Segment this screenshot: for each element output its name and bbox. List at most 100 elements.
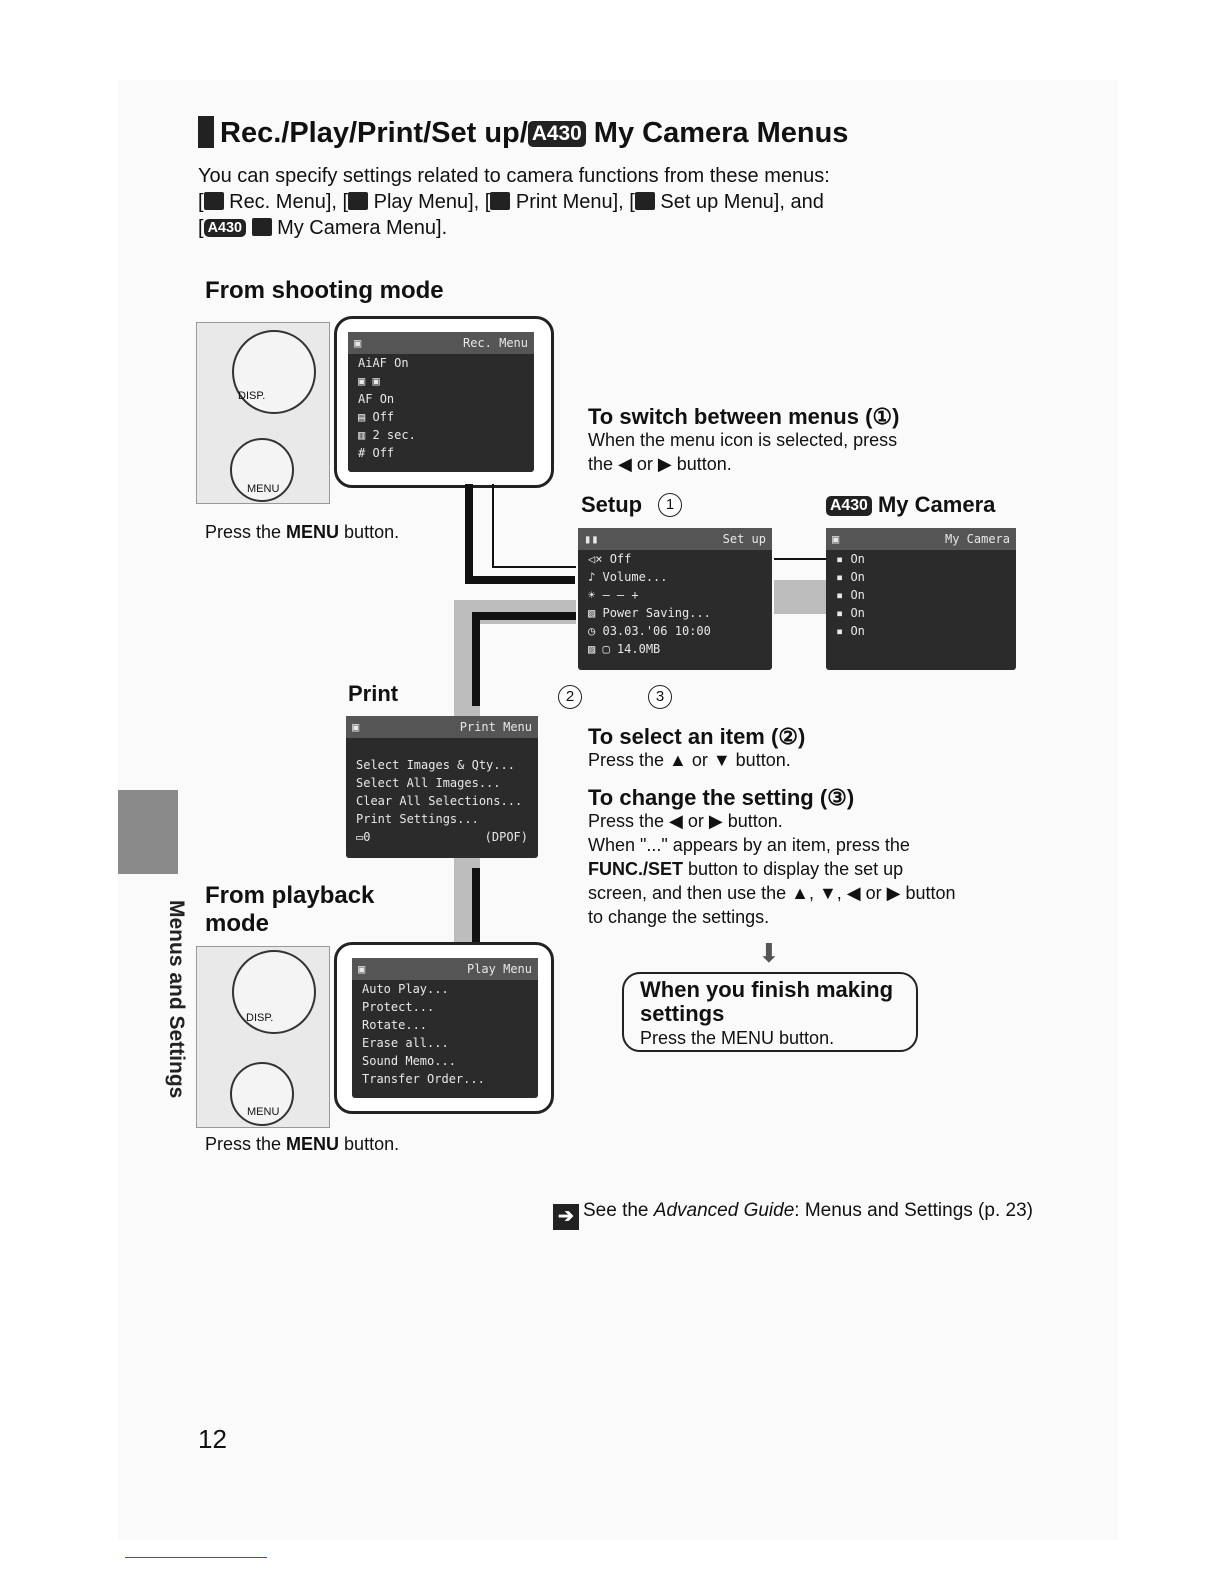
title-suffix: My Camera Menus xyxy=(585,117,849,149)
title-prefix: Rec./Play/Print/Set up/ xyxy=(220,117,528,149)
advanced-guide-reference: ➔See the Advanced Guide: Menus and Setti… xyxy=(553,1200,1033,1230)
row-icon: ◷ xyxy=(588,624,596,638)
menu-label: MENU xyxy=(247,1106,280,1118)
setup-menu-row: ◁× Off xyxy=(578,550,772,568)
rec-menu-title: Rec. Menu xyxy=(462,336,528,350)
advanced-guide-title: Advanced Guide xyxy=(653,1200,795,1221)
play-menu-row: Erase all... xyxy=(362,1036,449,1050)
print-menu-row: Clear All Selections... xyxy=(356,794,523,808)
play-menu-title: Play Menu xyxy=(466,962,532,976)
play-menu-row: Auto Play... xyxy=(362,982,449,996)
switch-menus-line-1: When the menu icon is selected, press xyxy=(588,430,898,450)
rec-menu-screen: ▣Rec. Menu AiAF On ▣ ▣ AF On ▤ Off ▥ 2 s… xyxy=(348,332,534,472)
setup-menu-row: ◷ 03.03.'06 10:00 xyxy=(578,622,772,640)
mycamera-menu-title: My Camera xyxy=(944,532,1010,546)
menu-key-label: MENU xyxy=(286,522,340,542)
print-icon: ▣ xyxy=(352,720,360,734)
print-menu-row: Print Settings... xyxy=(356,812,479,826)
mycamera-menu-row: ▪ On xyxy=(836,606,865,620)
func-set-key: FUNC./SET xyxy=(588,859,684,879)
menu-label: MENU xyxy=(247,483,280,495)
setup-label: Setup xyxy=(581,492,642,518)
row-icon: AF xyxy=(358,392,373,406)
mycamera-menu-icon xyxy=(251,218,272,236)
shooting-instruction: Press the MENU button. xyxy=(205,520,399,544)
connector-arrow xyxy=(472,612,576,620)
connector-arrow xyxy=(465,484,473,584)
setup-menu-row: ▨ ▢ 14.0MB xyxy=(578,640,772,658)
change-setting-line-4: screen, and then use the ▲, ▼, ◀ or ▶ bu… xyxy=(588,883,956,903)
rec-menu-row: # Off xyxy=(348,444,534,462)
print-menu-screen: ▣Print Menu Select Images & Qty... Selec… xyxy=(346,716,538,858)
change-setting-line-1: Press the ◀ or ▶ button. xyxy=(588,811,783,831)
row-value: Power Saving... xyxy=(602,606,711,620)
setup-menu-header: ▮▮ Set up xyxy=(578,528,772,550)
row-value: On xyxy=(850,606,865,620)
intro-play: Play Menu], [ xyxy=(368,191,491,213)
switch-menus-heading: To switch between menus (①) xyxy=(588,404,900,429)
press-prefix: Press the xyxy=(205,522,287,542)
print-menu-icon xyxy=(490,192,511,210)
disp-label: DISP. xyxy=(238,390,266,402)
mycamera-label-text: My Camera xyxy=(877,492,996,517)
shooting-heading: From shooting mode xyxy=(205,277,444,304)
mycamera-menu-row: ▪ On xyxy=(836,570,865,584)
intro-model-badge: A430 xyxy=(203,219,246,237)
mycamera-model-badge: A430 xyxy=(826,496,872,516)
finish-text: Press the MENU button. xyxy=(640,1028,835,1048)
playback-heading-2: mode xyxy=(205,910,270,937)
ref-rest: : Menus and Settings (p. 23) xyxy=(794,1200,1033,1221)
reference-arrow-icon: ➔ xyxy=(553,1204,579,1230)
connector-line xyxy=(774,558,826,560)
marker-3: 3 xyxy=(648,685,672,709)
mycamera-menu-row: ▪ On xyxy=(836,588,865,602)
setup-icon: ▮▮ xyxy=(584,532,599,546)
connector-arrow xyxy=(465,576,575,584)
footer-rule xyxy=(125,1557,267,1558)
connector-line xyxy=(492,566,576,568)
play-menu-row: Transfer Order... xyxy=(362,1072,485,1086)
setup-menu-screen: ▮▮Set up ◁× Off ♪ Volume... ☀ — — + ▧ Po… xyxy=(578,528,772,670)
rec-menu-row: ▣ ▣ xyxy=(348,372,534,390)
setup-label-text: Setup xyxy=(581,492,643,517)
row-value: Off xyxy=(372,446,395,460)
setup-menu-title: Set up xyxy=(722,532,766,546)
connector-arrow xyxy=(472,612,480,706)
intro-paragraph: You can specify settings related to came… xyxy=(198,163,998,241)
line-3-rest: button to display the set up xyxy=(683,859,904,879)
intro-line-2: [ Rec. Menu], [ Play Menu], [ Print Menu… xyxy=(198,191,824,213)
rec-menu-row: ▤ Off xyxy=(348,408,534,426)
row-value: ▣ xyxy=(372,374,380,388)
row-value: 03.03.'06 10:00 xyxy=(602,624,711,638)
press-prefix: Press the xyxy=(205,1134,287,1154)
row-value: Off xyxy=(609,552,632,566)
row-icon: ▣ xyxy=(358,374,366,388)
control-dial-icon xyxy=(230,1062,294,1126)
print-menu-header: ▣Print Menu xyxy=(346,716,538,738)
row-value: On xyxy=(850,624,865,638)
finish-box: When you finish making settings Press th… xyxy=(622,972,918,1052)
print-count: ▭0 xyxy=(356,830,371,844)
row-icon: ◁× xyxy=(588,552,603,566)
mycamera-icon: ▣ xyxy=(832,532,840,546)
play-menu-row: Protect... xyxy=(362,1000,435,1014)
setup-menu-row: ☀ — — + xyxy=(578,586,772,604)
page-title: Rec./Play/Print/Set up/A430 My Camera Me… xyxy=(198,116,848,150)
row-icon: AiAF xyxy=(358,356,387,370)
connector-line xyxy=(492,484,494,568)
select-item-heading: To select an item (②) xyxy=(588,724,806,749)
play-menu-row: Rotate... xyxy=(362,1018,428,1032)
setup-menu-row: ▧ Power Saving... xyxy=(578,604,772,622)
title-bar-marker xyxy=(198,116,214,148)
row-value: Off xyxy=(372,410,395,424)
row-value: Volume... xyxy=(602,570,668,584)
intro-setup: Set up Menu], and xyxy=(654,191,824,213)
rec-menu-row: AF On xyxy=(348,390,534,408)
rec-menu-header: ▣Rec. Menu xyxy=(348,332,534,354)
double-arrow-icon xyxy=(774,580,826,614)
play-menu-row: Sound Memo... xyxy=(362,1054,456,1068)
setup-menu-icon xyxy=(634,192,655,210)
intro-line-3: [A430 My Camera Menu]. xyxy=(198,217,448,239)
press-suffix: button. xyxy=(339,1134,400,1154)
mycamera-menu-row: ▪ On xyxy=(836,624,865,638)
